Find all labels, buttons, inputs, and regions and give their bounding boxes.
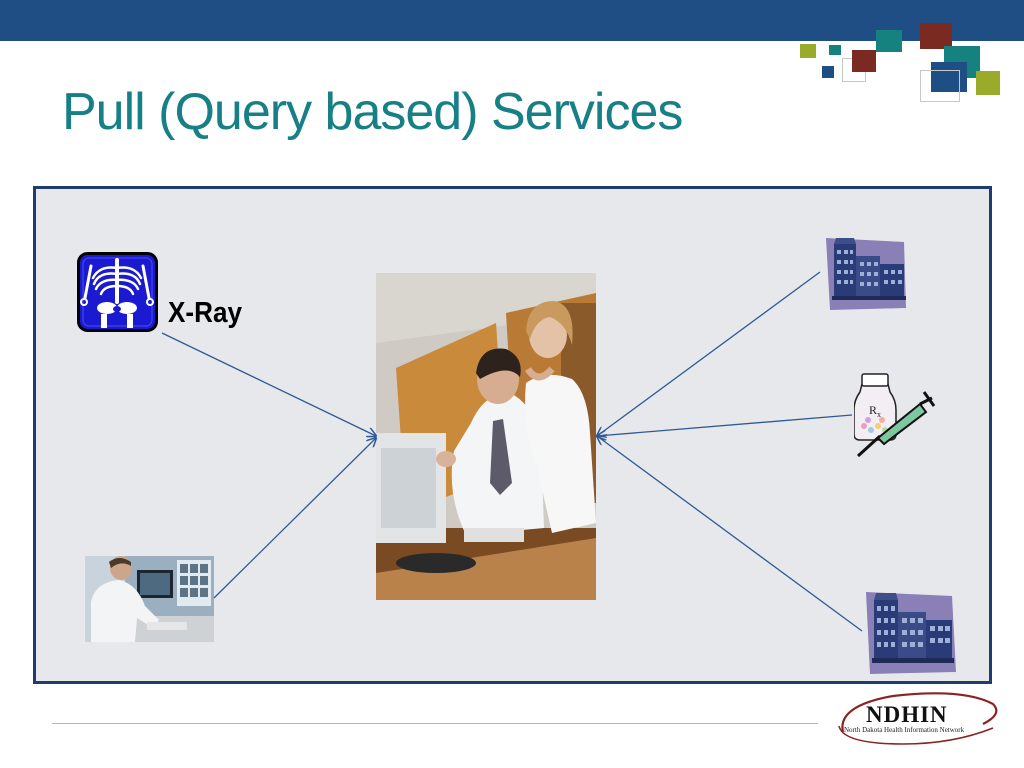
logo-wordmark: NDHIN	[866, 702, 948, 727]
doctors-at-workstation-photo	[376, 273, 596, 600]
deco-square	[852, 50, 876, 72]
deco-square	[822, 66, 834, 78]
svg-text:R: R	[869, 403, 877, 417]
pharmacy-rx-icon: R x	[854, 373, 936, 458]
logo-swoosh	[838, 692, 998, 745]
slide-title: Pull (Query based) Services	[62, 83, 683, 141]
hospital-building-icon	[866, 592, 956, 674]
deco-square	[920, 23, 952, 49]
logo-tagline: North Dakota Health Information Network	[844, 726, 965, 734]
deco-square	[920, 70, 960, 102]
deco-square	[829, 45, 841, 55]
footer-divider	[52, 723, 818, 724]
deco-square	[931, 62, 967, 92]
deco-square	[976, 71, 1000, 95]
svg-text:x: x	[877, 410, 881, 419]
xray-icon	[77, 252, 158, 332]
deco-square	[800, 44, 816, 58]
deco-square	[876, 30, 902, 52]
top-banner-bar	[0, 0, 1024, 41]
xray-label: X-Ray	[168, 297, 242, 329]
radiologist-photo	[85, 556, 214, 642]
hospital-building-icon	[826, 238, 906, 310]
